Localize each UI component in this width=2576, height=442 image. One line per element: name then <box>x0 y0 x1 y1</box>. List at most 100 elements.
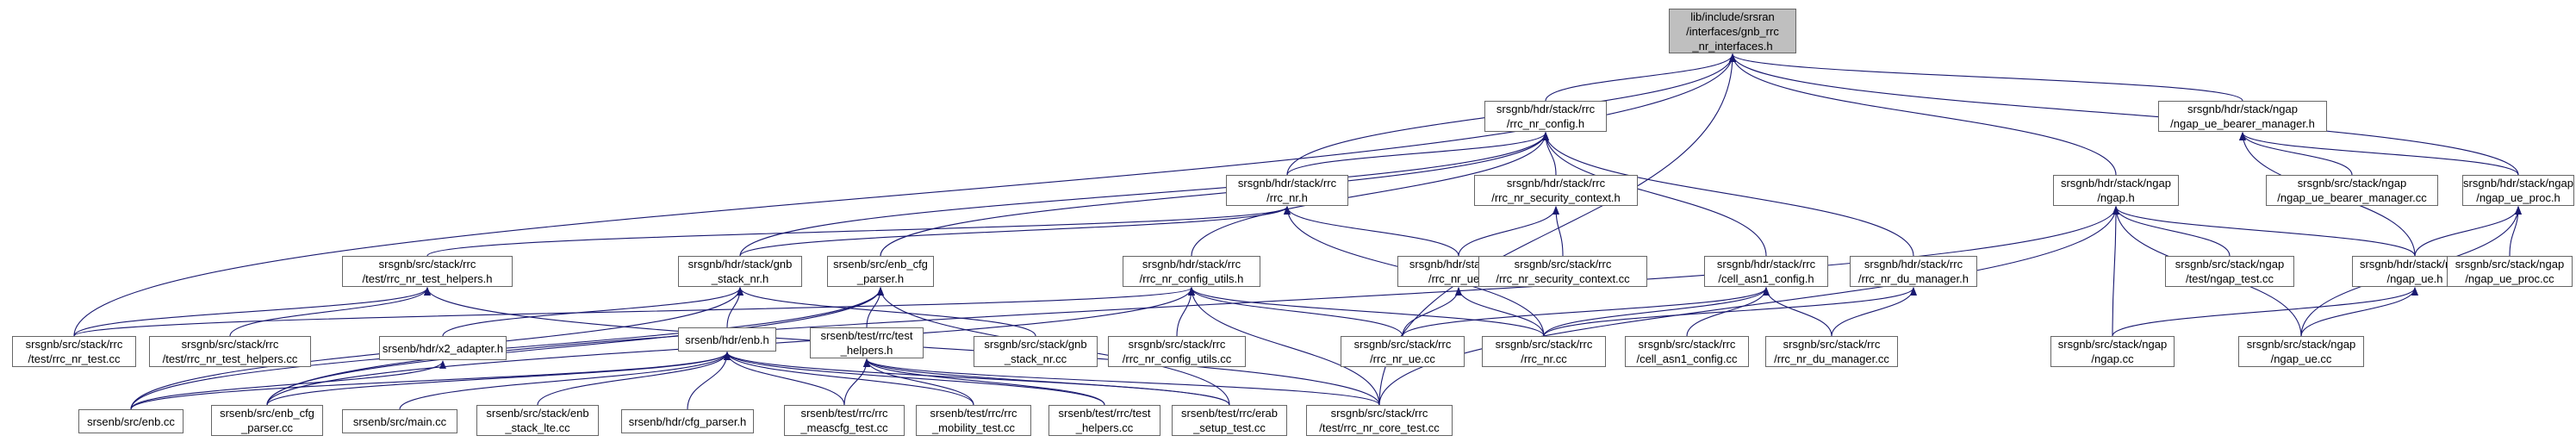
edge-ngap_cc-to-ngap_ue_h <box>2112 287 2418 337</box>
node-gnb-stack-nr-h[interactable]: srsgnb/hdr/stack/gnb_stack_nr.h <box>678 256 802 287</box>
node-label-line: srsgnb/src/stack/ngap <box>2057 338 2168 351</box>
node-enb-cfg-parser-cc[interactable]: srsenb/src/enb_cfg_parser.cc <box>211 405 323 436</box>
edge-rrc_nr_ue_cc-to-cell_asn1_config_h <box>1402 287 1770 337</box>
node-label-line: srsgnb/hdr/stack/rrc <box>1237 177 1337 190</box>
edge-rrc_nr_test_cc-to-rrc_nr_config_utils_h <box>73 287 1195 337</box>
node-label-line: /cell_asn1_config.cc <box>1636 352 1738 365</box>
node-label-line: /rrc_nr_ue.cc <box>1370 352 1435 365</box>
node-gnb-stack-nr-cc[interactable]: srsgnb/src/stack/gnb_stack_nr.cc <box>974 336 1098 367</box>
edge-rrc_nr_cc-to-cell_asn1_config_h <box>1543 287 1770 337</box>
node-label-line: /rrc_nr_du_manager.h <box>1858 272 1969 285</box>
node-ngap-ue-proc-cc[interactable]: srsgnb/src/stack/ngap/ngap_ue_proc.cc <box>2447 256 2573 287</box>
node-rrc-nr-security-context-h[interactable]: srsgnb/hdr/stack/rrc/rrc_nr_security_con… <box>1474 175 1638 206</box>
node-cell-asn1-config-cc[interactable]: srsgnb/src/stack/rrc/cell_asn1_config.cc <box>1625 336 1749 367</box>
node-label-line: srsgnb/src/stack/rrc <box>25 338 123 351</box>
node-main-cc[interactable]: srsenb/src/main.cc <box>342 409 457 433</box>
node-rrc-nr-config-h[interactable]: srsgnb/hdr/stack/rrc/rrc_nr_config.h <box>1484 101 1607 132</box>
node-label-line: /rrc_nr_security_context.cc <box>1496 272 1630 285</box>
node-label-line: srsgnb/hdr/stack/rrc <box>1142 258 1241 271</box>
node-ngap-ue-cc[interactable]: srsgnb/src/stack/ngap/ngap_ue.cc <box>2238 336 2364 367</box>
node-label-line: /ngap.cc <box>2091 352 2134 365</box>
node-rrc-nr-cc[interactable]: srsgnb/src/stack/rrc/rrc_nr.cc <box>1482 336 1606 367</box>
edge-cfg_parser_h-to-enb_h <box>687 352 731 410</box>
node-label-line: srsenb/hdr/enb.h <box>685 333 769 346</box>
node-rrc-meascfg-test-cc[interactable]: srsenb/test/rrc/rrc_meascfg_test.cc <box>784 405 905 436</box>
node-test-helpers-cc[interactable]: srsenb/test/rrc/test_helpers.cc <box>1048 405 1160 436</box>
node-label-line: /ngap_ue_bearer_manager.h <box>2170 117 2315 130</box>
node-rrc-nr-test-cc[interactable]: srsgnb/src/stack/rrc/test/rrc_nr_test.cc <box>12 336 136 367</box>
node-label-line: /ngap_ue.cc <box>2270 352 2332 365</box>
node-label-line: srsgnb/src/stack/rrc <box>1353 338 1452 351</box>
edge-rrc_nr_h-to-rrc_nr_config_h <box>1286 132 1549 176</box>
node-label-line: srsenb/test/rrc/test <box>820 329 913 342</box>
node-label-line: /test/rrc_nr_test_helpers.cc <box>162 352 298 365</box>
node-ngap-ue-proc-h[interactable]: srsgnb/hdr/stack/ngap/ngap_ue_proc.h <box>2462 175 2574 206</box>
edge-rrc_mobility_test_cc-to-test_helpers_h <box>863 358 974 406</box>
edge-rrc_nr_cc-to-rrc_nr_config_utils_h <box>1188 287 1545 337</box>
edge-rrc_nr_config_utils_h-to-rrc_nr_config_h <box>1191 132 1549 257</box>
node-label-line: srsgnb/hdr/stack/rrc <box>1716 258 1816 271</box>
node-ngap-ue-bearer-manager-cc[interactable]: srsgnb/src/stack/ngap/ngap_ue_bearer_man… <box>2266 175 2438 206</box>
node-label-line: srsgnb/src/stack/ngap <box>2246 338 2356 351</box>
node-label-line: /test/rrc_nr_test.cc <box>28 352 121 365</box>
node-rrc-nr-ue-cc[interactable]: srsgnb/src/stack/rrc/rrc_nr_ue.cc <box>1341 336 1465 367</box>
node-enb-cc[interactable]: srsenb/src/enb.cc <box>78 409 184 433</box>
node-rrc-nr-core-test-cc[interactable]: srsgnb/src/stack/rrc/test/rrc_nr_core_te… <box>1306 405 1453 436</box>
node-label-line: /ngap_ue_proc.cc <box>2465 272 2554 285</box>
edge-ngap_ue_h-to-ngap_h <box>2112 206 2416 257</box>
node-label-line: srsgnb/src/stack/rrc <box>1128 338 1226 351</box>
edge-ngap_ue_proc_h-to-ngap_ue_bearer_manager_h <box>2239 132 2519 176</box>
edge-ngap_ue_proc_h-to-root <box>1729 53 2519 176</box>
node-label-line: srsgnb/hdr/stack/ngap <box>2187 103 2298 115</box>
node-label-line: srsgnb/hdr/stack/rrc <box>1506 177 1606 190</box>
node-label-line: /test/rrc_nr_test_helpers.h <box>362 272 493 285</box>
node-ngap-cc[interactable]: srsgnb/src/stack/ngap/ngap.cc <box>2050 336 2175 367</box>
node-erab-setup-test-cc[interactable]: srsenb/test/rrc/erab_setup_test.cc <box>1172 405 1287 436</box>
node-label-line: srsgnb/src/stack/rrc <box>181 338 279 351</box>
edge-ngap_ue_cc-to-ngap_ue_h <box>2300 287 2418 337</box>
edge-gnb_stack_nr_cc-to-gnb_stack_nr_h <box>737 287 1036 337</box>
node-label-line: srsenb/test/rrc/rrc <box>930 407 1017 420</box>
edge-rrc_nr_du_manager_h-to-rrc_nr_config_h <box>1542 132 1914 257</box>
edge-rrc_nr_ue_h-to-rrc_nr_h <box>1284 206 1459 257</box>
node-enb-stack-lte-cc[interactable]: srsenb/src/stack/enb_stack_lte.cc <box>476 405 599 436</box>
edge-enb_cfg_parser_cc-to-ngap_h <box>266 206 2119 406</box>
node-label-line: srsgnb/hdr/stack/ngap <box>2061 177 2171 190</box>
node-ngap-ue-bearer-manager-h[interactable]: srsgnb/hdr/stack/ngap/ngap_ue_bearer_man… <box>2158 101 2327 132</box>
edge-test_helpers_cc-to-enb_h <box>724 352 1105 406</box>
edge-ngap_cc-to-ngap_h <box>2112 206 2119 337</box>
edge-rrc_nr_config_utils_cc-to-rrc_nr_config_utils_h <box>1176 287 1195 337</box>
edge-rrc_nr_ue_cc-to-rrc_nr_config_utils_h <box>1188 287 1403 337</box>
node-label-line: srsgnb/src/stack/gnb <box>984 338 1087 351</box>
edge-enb_stack_lte_cc-to-enb_h <box>537 352 731 406</box>
node-rrc-nr-test-helpers-h[interactable]: srsgnb/src/stack/rrc/test/rrc_nr_test_he… <box>342 256 513 287</box>
node-enb-cfg-parser-h[interactable]: srsenb/src/enb_cfg_parser.h <box>827 256 934 287</box>
node-label-line: srsgnb/src/stack/rrc <box>1514 258 1612 271</box>
node-rrc-nr-config-utils-h[interactable]: srsgnb/hdr/stack/rrc/rrc_nr_config_utils… <box>1123 256 1260 287</box>
node-rrc-nr-h[interactable]: srsgnb/hdr/stack/rrc/rrc_nr.h <box>1226 175 1348 206</box>
node-label-line: _stack_lte.cc <box>505 421 570 434</box>
node-test-helpers-h[interactable]: srsenb/test/rrc/test_helpers.h <box>810 327 924 358</box>
node-x2-adapter-h[interactable]: srsenb/hdr/x2_adapter.h <box>379 336 507 360</box>
node-ngap-h[interactable]: srsgnb/hdr/stack/ngap/ngap.h <box>2053 175 2179 206</box>
edge-cell_asn1_config_h-to-rrc_nr_config_h <box>1542 132 1767 257</box>
edge-rrc_nr_cc-to-rrc_nr_du_manager_h <box>1543 287 1917 337</box>
node-label-line: srsenb/hdr/cfg_parser.h <box>628 414 747 428</box>
node-label-line: srsgnb/hdr/stack/ngap <box>2360 258 2470 271</box>
node-rrc-mobility-test-cc[interactable]: srsenb/test/rrc/rrc_mobility_test.cc <box>916 405 1031 436</box>
node-cell-asn1-config-h[interactable]: srsgnb/hdr/stack/rrc/cell_asn1_config.h <box>1704 256 1828 287</box>
edge-ngap_ue_bearer_manager_cc-to-ngap_ue_bearer_manager_h <box>2239 132 2353 176</box>
node-rrc-nr-du-manager-h[interactable]: srsgnb/hdr/stack/rrc/rrc_nr_du_manager.h <box>1850 256 1977 287</box>
node-ngap-test-cc[interactable]: srsgnb/src/stack/ngap/test/ngap_test.cc <box>2165 256 2294 287</box>
node-rrc-nr-config-utils-cc[interactable]: srsgnb/src/stack/rrc/rrc_nr_config_utils… <box>1108 336 1246 367</box>
node-label-line: srsenb/src/enb_cfg <box>220 407 314 420</box>
node-rrc-nr-du-manager-cc[interactable]: srsgnb/src/stack/rrc/rrc_nr_du_manager.c… <box>1765 336 1898 367</box>
node-label-line: /rrc_nr_config_utils.cc <box>1122 352 1232 365</box>
node-rrc-nr-test-helpers-cc[interactable]: srsgnb/src/stack/rrc/test/rrc_nr_test_he… <box>149 336 311 367</box>
node-cfg-parser-h[interactable]: srsenb/hdr/cfg_parser.h <box>621 409 754 433</box>
node-label-line: srsgnb/hdr/stack/ngap <box>2463 177 2573 190</box>
node-rrc-nr-security-context-cc[interactable]: srsgnb/src/stack/rrc/rrc_nr_security_con… <box>1478 256 1647 287</box>
node-enb-h[interactable]: srsenb/hdr/enb.h <box>678 327 776 352</box>
edge-rrc_nr_cc-to-rrc_nr_ue_h <box>1455 287 1545 337</box>
